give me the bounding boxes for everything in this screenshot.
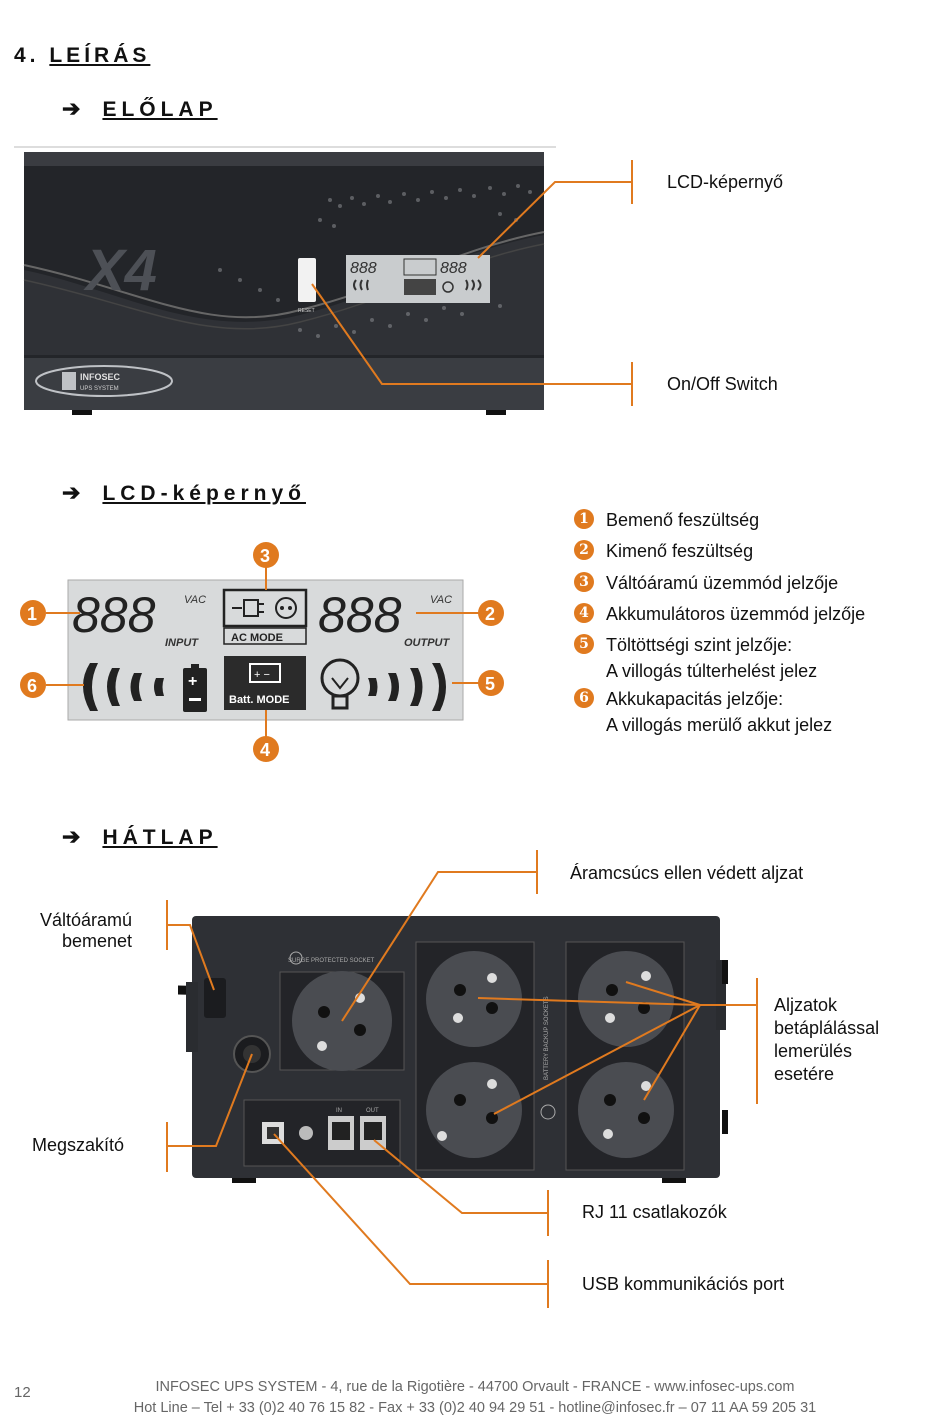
legend-item-6: 6 Akkukapacitás jelzője: A villogás merülő… xyxy=(574,686,832,738)
legend-item-4: 4 Akkumulátoros üzemmód jelzője xyxy=(574,601,865,627)
svg-text:+ −: + − xyxy=(254,669,270,681)
callout-4: 4 xyxy=(253,736,279,762)
battery-socket xyxy=(426,951,522,1047)
legend-text-2: A villogás túlterhelést jelez xyxy=(606,661,818,681)
svg-text:1: 1 xyxy=(27,604,37,624)
lcd-callout-lines xyxy=(46,566,480,738)
callout-5: 5 xyxy=(478,670,504,696)
legend-text: Bemenő feszültség xyxy=(606,510,760,530)
legend-badge: 1 xyxy=(574,509,594,529)
battery-socket xyxy=(426,1062,522,1158)
footer-line-1: INFOSEC UPS SYSTEM - 4, rue de la Rigoti… xyxy=(155,1379,795,1395)
lcd-screen-label: LCD-képernyő xyxy=(667,172,784,192)
output-digits: 888 xyxy=(318,587,402,643)
battery-sockets-line2: betáplálással xyxy=(774,1018,880,1038)
breaker-label: Megszakító xyxy=(32,1135,125,1155)
mini-lcd-input: 888 xyxy=(350,260,377,277)
ac-input-label-line1: Váltóáramú xyxy=(39,910,132,930)
legend-badge: 3 xyxy=(574,572,594,592)
legend-item-1: 1 Bemenő feszültség xyxy=(574,507,759,533)
back-heading-text: HÁTLAP xyxy=(102,826,218,849)
svg-text:3: 3 xyxy=(260,546,270,566)
legend-badge: 5 xyxy=(574,634,594,654)
front-panel-figure: X4 RESET 888 888 INFOSEC UPS SYSTEM xyxy=(14,146,633,415)
legend-text: Váltóáramú üzemmód jelzője xyxy=(606,573,839,593)
arrow-right-icon: ➔ xyxy=(62,96,81,121)
ac-mode-label: AC MODE xyxy=(231,632,283,644)
infosec-logo-ring xyxy=(35,365,173,397)
front-heading: ➔ ELŐLAP xyxy=(62,96,218,122)
page-number: 12 xyxy=(14,1384,31,1401)
arrow-right-icon: ➔ xyxy=(62,480,81,505)
battery-sockets-label: Aljzatok betáplálással lemerülés esetére xyxy=(774,994,879,1086)
infosec-logo-icon xyxy=(62,372,76,390)
legend-badge: 6 xyxy=(574,688,594,708)
svg-text:2: 2 xyxy=(485,604,495,624)
back-callout-lines xyxy=(166,850,758,1308)
legend-text-2: A villogás merülő akkut jelez xyxy=(606,715,833,735)
section-number: 4. xyxy=(14,44,40,67)
battery-sockets-line3: lemerülés xyxy=(774,1041,853,1061)
callout-1: 1 xyxy=(20,600,46,626)
lcd-heading: ➔ LCD-képernyő xyxy=(62,480,306,506)
load-level-bars xyxy=(368,663,446,711)
lcd-heading-text: LCD-képernyő xyxy=(102,482,306,505)
legend-text: Töltöttségi szint jelzője: xyxy=(606,635,793,655)
lcd-diagram: 888 VAC INPUT AC MODE 888 VAC OUTPUT + +… xyxy=(20,542,504,762)
output-label: OUTPUT xyxy=(404,637,451,649)
battery-socket xyxy=(578,951,674,1047)
surge-socket-label: Áramcsúcs ellen védett aljzat xyxy=(570,863,804,883)
arrow-right-icon: ➔ xyxy=(62,824,81,849)
rj11-label: RJ 11 csatlakozók xyxy=(582,1202,727,1222)
legend-text: Kimenő feszültség xyxy=(606,541,754,561)
batt-mode-label: Batt. MODE xyxy=(229,694,290,706)
front-heading-text: ELŐLAP xyxy=(102,98,218,121)
svg-text:5: 5 xyxy=(485,674,495,694)
back-panel-figure: SURGE PROTECTED SOCKET BATTERY BACKUP SO… xyxy=(166,850,758,1308)
legend-item-2: 2 Kimenő feszültség xyxy=(574,538,753,564)
section-title: LEÍRÁS xyxy=(49,44,151,67)
mini-lcd-output: 888 xyxy=(440,260,467,277)
legend-item-5: 5 Töltöttségi szint jelzője: A villogás tú… xyxy=(574,632,817,684)
section-heading: 4. LEÍRÁS xyxy=(14,44,150,68)
on-off-switch-label: On/Off Switch xyxy=(667,374,778,394)
battery-sockets-line4: esetére xyxy=(774,1064,835,1084)
legend-text: Akkukapacitás jelzője: xyxy=(606,689,784,709)
input-digits: 888 xyxy=(72,587,156,643)
input-vac: VAC xyxy=(184,594,206,606)
svg-text:4: 4 xyxy=(260,740,270,760)
legend-item-3: 3 Váltóáramú üzemmód jelzője xyxy=(574,570,838,596)
battery-panel-text: BATTERY BACKUP SOCKETS xyxy=(544,996,550,1080)
switch-callout-line xyxy=(311,283,632,385)
usb-port-label: USB kommunikációs port xyxy=(582,1274,785,1294)
x4-logo: X4 xyxy=(83,238,157,303)
footer-line-2: Hot Line – Tel + 33 (0)2 40 76 15 82 - F… xyxy=(133,1400,817,1416)
reset-text: RESET xyxy=(298,308,315,314)
svg-text:+: + xyxy=(188,673,197,690)
rj-out-label: OUT xyxy=(366,1108,379,1114)
callout-6: 6 xyxy=(20,672,46,698)
battery-capacity-bars xyxy=(83,663,164,711)
svg-text:6: 6 xyxy=(27,676,37,696)
callout-2: 2 xyxy=(478,600,504,626)
legend-text: Akkumulátoros üzemmód jelzője xyxy=(606,604,866,624)
legend-badge: 4 xyxy=(574,603,594,623)
back-heading: ➔ HÁTLAP xyxy=(62,824,218,850)
brand-sub: UPS SYSTEM xyxy=(80,386,119,392)
load-bulb-icon xyxy=(320,658,360,710)
brand-name: INFOSEC xyxy=(80,372,121,382)
output-vac: VAC xyxy=(430,594,452,606)
ac-input-label-line2: bemenet xyxy=(61,931,132,951)
battery-socket xyxy=(578,1062,674,1158)
input-label: INPUT xyxy=(165,637,199,649)
rj-in-label: IN xyxy=(336,1108,342,1114)
surge-panel-text: SURGE PROTECTED SOCKET xyxy=(288,958,375,964)
legend-badge: 2 xyxy=(574,540,594,560)
battery-sockets-line1: Aljzatok xyxy=(774,995,838,1015)
callout-3: 3 xyxy=(253,542,279,568)
on-off-switch[interactable] xyxy=(298,258,316,302)
ac-input-socket xyxy=(204,978,226,1018)
